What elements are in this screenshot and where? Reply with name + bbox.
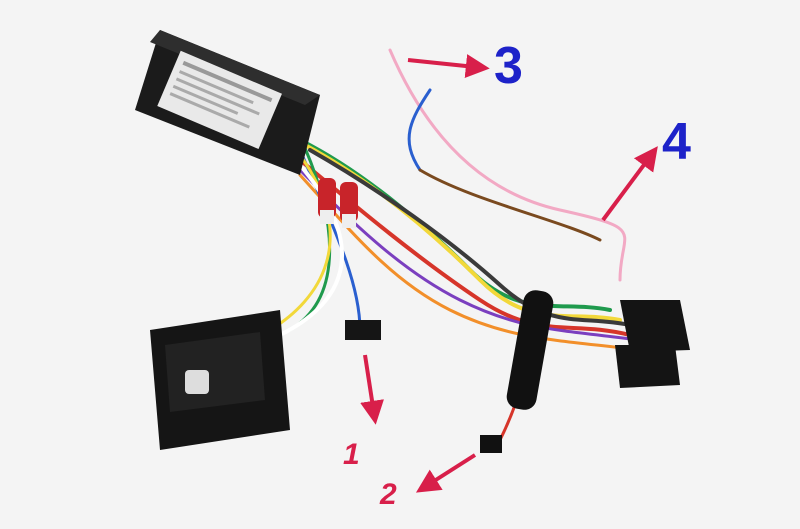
callout-label-2: 2	[380, 478, 397, 511]
rca-plug	[318, 178, 358, 228]
callout-label-4: 4	[662, 113, 691, 171]
can-bus-decoder-box	[135, 30, 320, 175]
molex-plug	[345, 320, 381, 340]
callout-label-3: 3	[494, 37, 523, 95]
quadlock-connector	[150, 310, 290, 450]
inline-filter	[480, 290, 554, 453]
callout-label-1: 1	[343, 438, 360, 471]
wire-bundle	[268, 48, 642, 442]
callout-arrows	[360, 54, 658, 493]
iso-connector	[615, 300, 690, 388]
